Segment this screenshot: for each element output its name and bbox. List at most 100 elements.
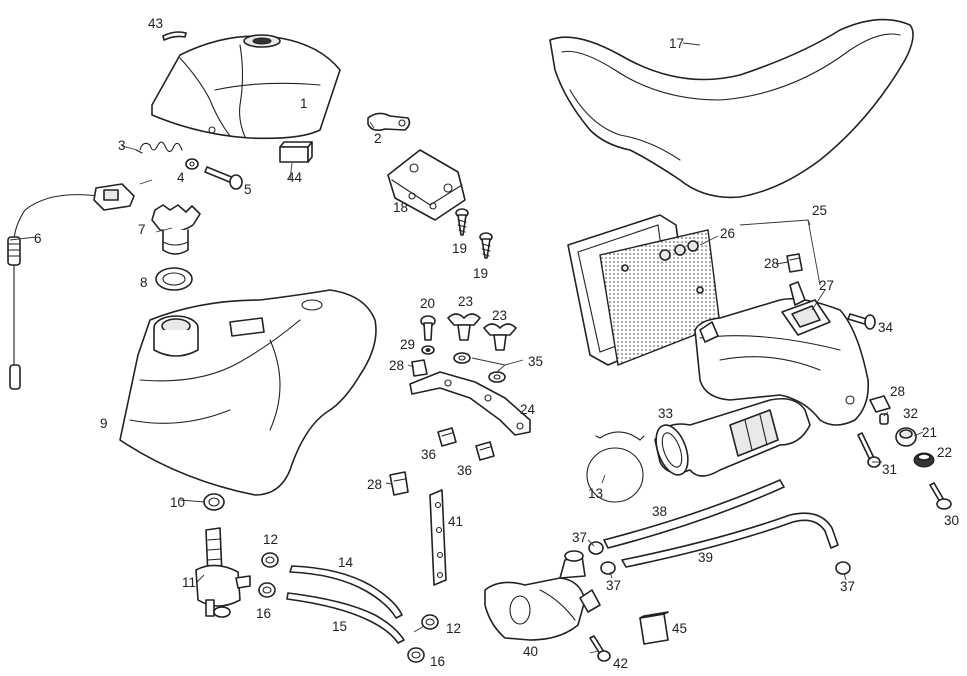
- part-clip-37-upper: [588, 541, 604, 555]
- label-17: 17: [669, 36, 684, 51]
- label-1: 1: [300, 96, 308, 111]
- part-hose-39: [621, 512, 839, 568]
- label-18: 18: [393, 200, 408, 215]
- callout-labels: 43 1 2 3 4 5 44 17 6 7 8 18 19 19 25 26 …: [34, 16, 959, 671]
- label-28-top: 28: [764, 256, 779, 271]
- part-pad-44: [279, 141, 313, 163]
- label-11: 11: [182, 575, 196, 590]
- label-14: 14: [338, 555, 354, 570]
- part-fuel-tank-9: [119, 289, 377, 496]
- label-19-lower: 19: [473, 266, 488, 281]
- part-washer-29: [421, 345, 435, 355]
- label-4: 4: [177, 170, 185, 185]
- part-nut-4: [185, 158, 199, 170]
- part-clip-28-right: [869, 395, 891, 413]
- label-39: 39: [698, 550, 713, 565]
- part-hose-38: [603, 479, 785, 549]
- label-36-right: 36: [457, 463, 472, 478]
- part-clamp-16-right: [407, 647, 425, 663]
- part-clip-28-top: [786, 253, 803, 273]
- part-bushing-32: [879, 413, 889, 425]
- label-36-left: 36: [421, 447, 436, 462]
- part-clip-37-right: [835, 561, 851, 575]
- label-34: 34: [878, 320, 894, 335]
- label-41: 41: [448, 514, 463, 529]
- label-40: 40: [523, 644, 538, 659]
- part-cap-22: [913, 452, 935, 468]
- part-air-box-25: [694, 281, 870, 426]
- label-44: 44: [287, 170, 303, 185]
- label-3: 3: [118, 138, 126, 153]
- part-bracket-18: [387, 149, 466, 221]
- part-screw-19-upper: [455, 208, 469, 236]
- part-fuel-sensor-6: [7, 183, 135, 390]
- part-clip-36-left: [437, 427, 457, 447]
- part-hose-15: [286, 592, 405, 644]
- label-12-left: 12: [263, 532, 278, 547]
- part-spring-3: [135, 141, 183, 154]
- label-37-right: 37: [840, 579, 855, 594]
- label-7: 7: [138, 222, 146, 237]
- label-22: 22: [937, 445, 952, 460]
- label-28-right: 28: [890, 384, 905, 399]
- label-25: 25: [812, 203, 827, 218]
- label-33: 33: [658, 406, 673, 421]
- label-35: 35: [528, 354, 543, 369]
- label-42: 42: [613, 656, 628, 671]
- part-clamp-12-left: [261, 552, 279, 568]
- part-tank-cover-1: [151, 34, 341, 140]
- label-43: 43: [148, 16, 163, 31]
- part-air-filter-26: [567, 214, 721, 366]
- label-37-lower: 37: [606, 578, 621, 593]
- label-29: 29: [400, 337, 415, 352]
- part-clip-28-lower: [389, 471, 409, 496]
- label-6: 6: [34, 231, 42, 246]
- label-28-mid: 28: [389, 358, 404, 373]
- part-bolt-5: [204, 166, 243, 190]
- label-21: 21: [922, 425, 937, 440]
- label-16-left: 16: [256, 606, 271, 621]
- part-throttle-body-40: [484, 550, 601, 641]
- part-hose-14: [289, 565, 403, 619]
- part-plate-41: [429, 489, 447, 586]
- label-16-right: 16: [430, 654, 445, 669]
- label-27: 27: [819, 278, 834, 293]
- label-45: 45: [672, 621, 687, 636]
- part-bolt-30: [929, 482, 952, 510]
- part-wing-nut-23-right: [483, 323, 517, 351]
- part-wing-nut-23-left: [447, 313, 481, 341]
- label-26: 26: [720, 226, 735, 241]
- label-38: 38: [652, 504, 667, 519]
- label-15: 15: [332, 619, 347, 634]
- part-screw-42: [589, 635, 611, 662]
- label-32: 32: [903, 406, 918, 421]
- part-clamp-10: [203, 493, 225, 511]
- label-8: 8: [140, 275, 148, 290]
- label-23-left: 23: [458, 294, 473, 309]
- part-seat-17: [549, 18, 914, 199]
- label-13: 13: [588, 486, 603, 501]
- part-screw-19-lower: [479, 232, 493, 259]
- part-wire-clamp-13: [586, 431, 645, 503]
- part-intake-duct-33: [654, 397, 811, 477]
- label-5: 5: [244, 182, 252, 197]
- leader-lines: [9, 42, 924, 654]
- part-fuel-cap-7: [151, 204, 201, 255]
- part-washer-35-right: [488, 371, 506, 383]
- label-10: 10: [170, 495, 185, 510]
- label-24: 24: [520, 402, 536, 417]
- label-19-upper: 19: [452, 241, 467, 256]
- label-30: 30: [944, 513, 959, 528]
- part-grommet-21: [895, 427, 917, 447]
- part-screw-20: [420, 315, 436, 341]
- part-pad-45: [639, 611, 669, 645]
- label-20: 20: [420, 296, 435, 311]
- part-washer-35-left: [453, 352, 471, 364]
- label-2: 2: [374, 131, 382, 146]
- part-clamp-12-right: [421, 614, 439, 630]
- label-31: 31: [882, 462, 897, 477]
- label-9: 9: [100, 416, 108, 431]
- part-bolt-34: [847, 313, 876, 330]
